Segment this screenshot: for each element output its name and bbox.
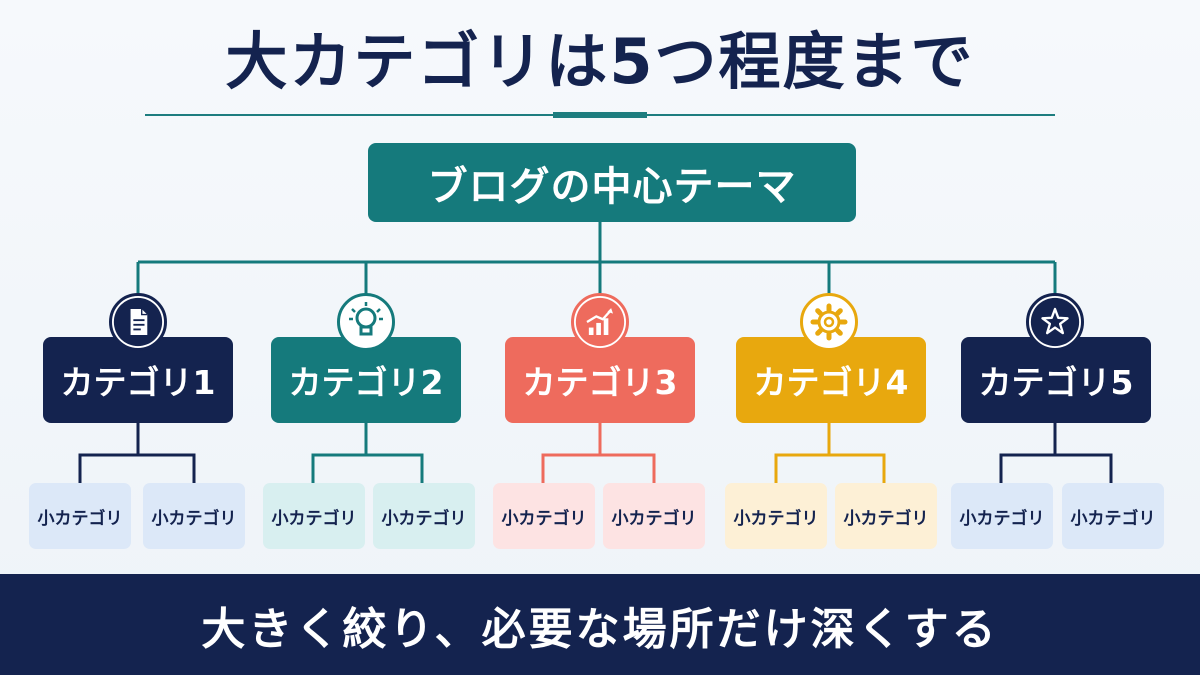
subcategory-box: 小カテゴリ: [143, 483, 245, 549]
subcategory-label: 小カテゴリ: [1070, 508, 1156, 529]
category-box-2: カテゴリ2: [271, 337, 461, 423]
subcategory-label: 小カテゴリ: [733, 508, 819, 529]
star-icon: [1026, 293, 1084, 351]
subcategory-label: 小カテゴリ: [959, 508, 1045, 529]
subcategory-box: 小カテゴリ: [951, 483, 1053, 549]
subcategory-label: 小カテゴリ: [37, 508, 123, 529]
subcategory-label: 小カテゴリ: [381, 508, 467, 529]
growth-chart-icon: [571, 293, 629, 351]
category-label: カテゴリ4: [753, 363, 909, 402]
category-box-5: カテゴリ5: [961, 337, 1151, 423]
document-icon: [109, 293, 167, 351]
banner-text: 大きく絞り、必要な場所だけ深くする: [201, 603, 999, 655]
category-label: カテゴリ2: [288, 363, 444, 402]
subcategory-label: 小カテゴリ: [843, 508, 929, 529]
subcategory-box: 小カテゴリ: [1062, 483, 1164, 549]
category-label: カテゴリ3: [522, 363, 678, 402]
subtree-connector-5: [999, 423, 1113, 483]
gear-icon: [800, 293, 858, 351]
subcategory-label: 小カテゴリ: [271, 508, 357, 529]
subcategory-label: 小カテゴリ: [151, 508, 237, 529]
subtree-connector-3: [541, 423, 656, 483]
lightbulb-icon: [337, 293, 395, 351]
category-label: カテゴリ1: [60, 363, 216, 402]
subcategory-box: 小カテゴリ: [373, 483, 475, 549]
category-box-1: カテゴリ1: [43, 337, 233, 423]
category-box-4: カテゴリ4: [736, 337, 926, 423]
subcategory-box: 小カテゴリ: [263, 483, 365, 549]
subtree-connector-4: [774, 423, 886, 483]
category-box-3: カテゴリ3: [505, 337, 695, 423]
category-label: カテゴリ5: [978, 363, 1134, 402]
root-topic-box: ブログの中心テーマ: [368, 143, 856, 222]
subtree-connector-2: [311, 423, 424, 483]
subcategory-box: 小カテゴリ: [493, 483, 595, 549]
subcategory-label: 小カテゴリ: [611, 508, 697, 529]
subcategory-box: 小カテゴリ: [29, 483, 131, 549]
page-title: 大カテゴリは5つ程度まで: [225, 25, 975, 98]
subcategory-box: 小カテゴリ: [603, 483, 705, 549]
subtree-connector-1: [78, 423, 196, 483]
title-underline-accent: [553, 112, 647, 118]
subcategory-box: 小カテゴリ: [835, 483, 937, 549]
subcategory-box: 小カテゴリ: [725, 483, 827, 549]
subcategory-label: 小カテゴリ: [501, 508, 587, 529]
root-topic-label: ブログの中心テーマ: [427, 163, 797, 210]
bottom-banner: 大きく絞り、必要な場所だけ深くする: [0, 574, 1200, 675]
